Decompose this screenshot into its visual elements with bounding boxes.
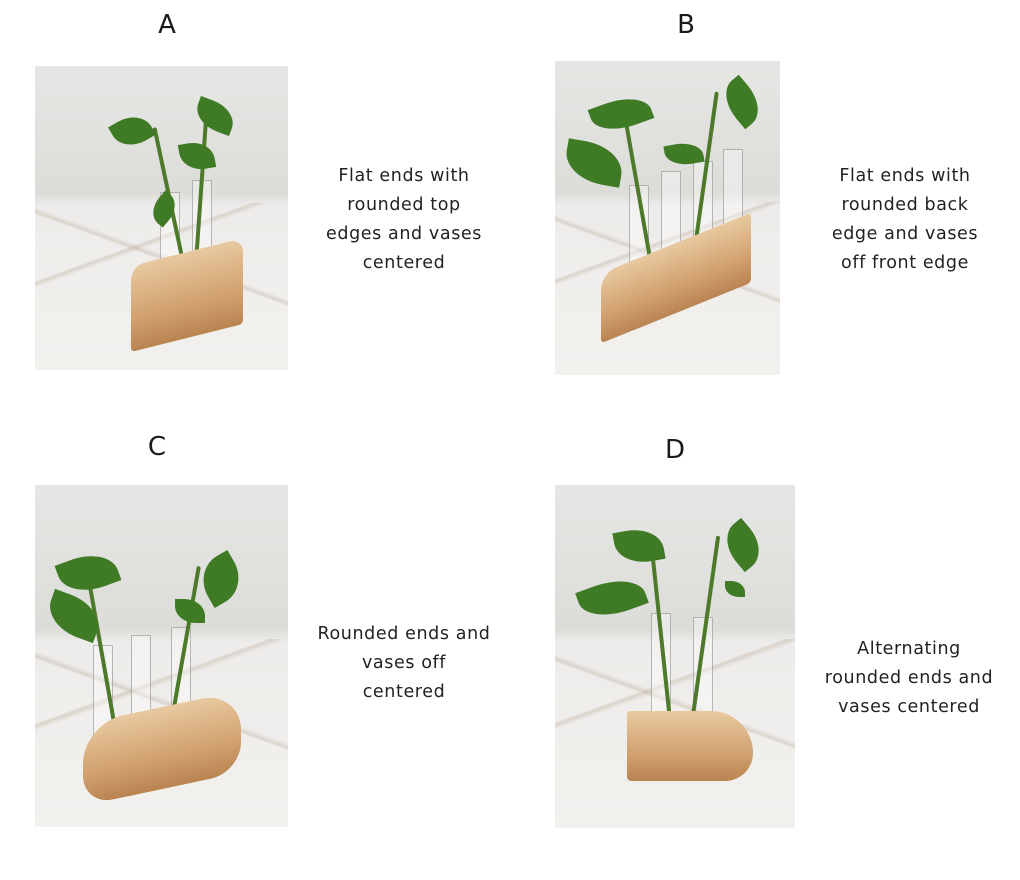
description-line: Flat ends with <box>839 166 971 186</box>
option-d-description: Alternating rounded ends and vases cente… <box>809 635 1009 722</box>
option-a-photo <box>35 66 288 370</box>
description-line: Flat ends with <box>338 166 470 186</box>
description-line: edge and vases <box>831 224 979 244</box>
option-c-description: Rounded ends and vases off centered <box>304 620 504 707</box>
option-a-description: Flat ends with rounded top edges and vas… <box>304 162 504 278</box>
option-d-label: D <box>664 435 686 465</box>
option-b-photo <box>555 61 780 375</box>
description-line: edges and vases <box>326 224 482 244</box>
description-line: off front edge <box>841 253 969 273</box>
option-c-label: C <box>147 432 167 462</box>
description-line: rounded back <box>841 195 969 215</box>
option-c-photo <box>35 485 288 827</box>
description-line: rounded top <box>347 195 461 215</box>
description-line: rounded ends and <box>824 668 994 688</box>
description-line: Rounded ends and <box>317 624 491 644</box>
description-line: vases off <box>361 653 447 673</box>
option-d-photo <box>555 485 795 828</box>
description-line: Alternating <box>857 639 961 659</box>
option-b-description: Flat ends with rounded back edge and vas… <box>805 162 1005 278</box>
description-line: centered <box>362 682 446 702</box>
option-a-label: A <box>158 10 176 40</box>
description-line: vases centered <box>838 697 980 717</box>
description-line: centered <box>362 253 446 273</box>
option-b-label: B <box>677 10 695 40</box>
